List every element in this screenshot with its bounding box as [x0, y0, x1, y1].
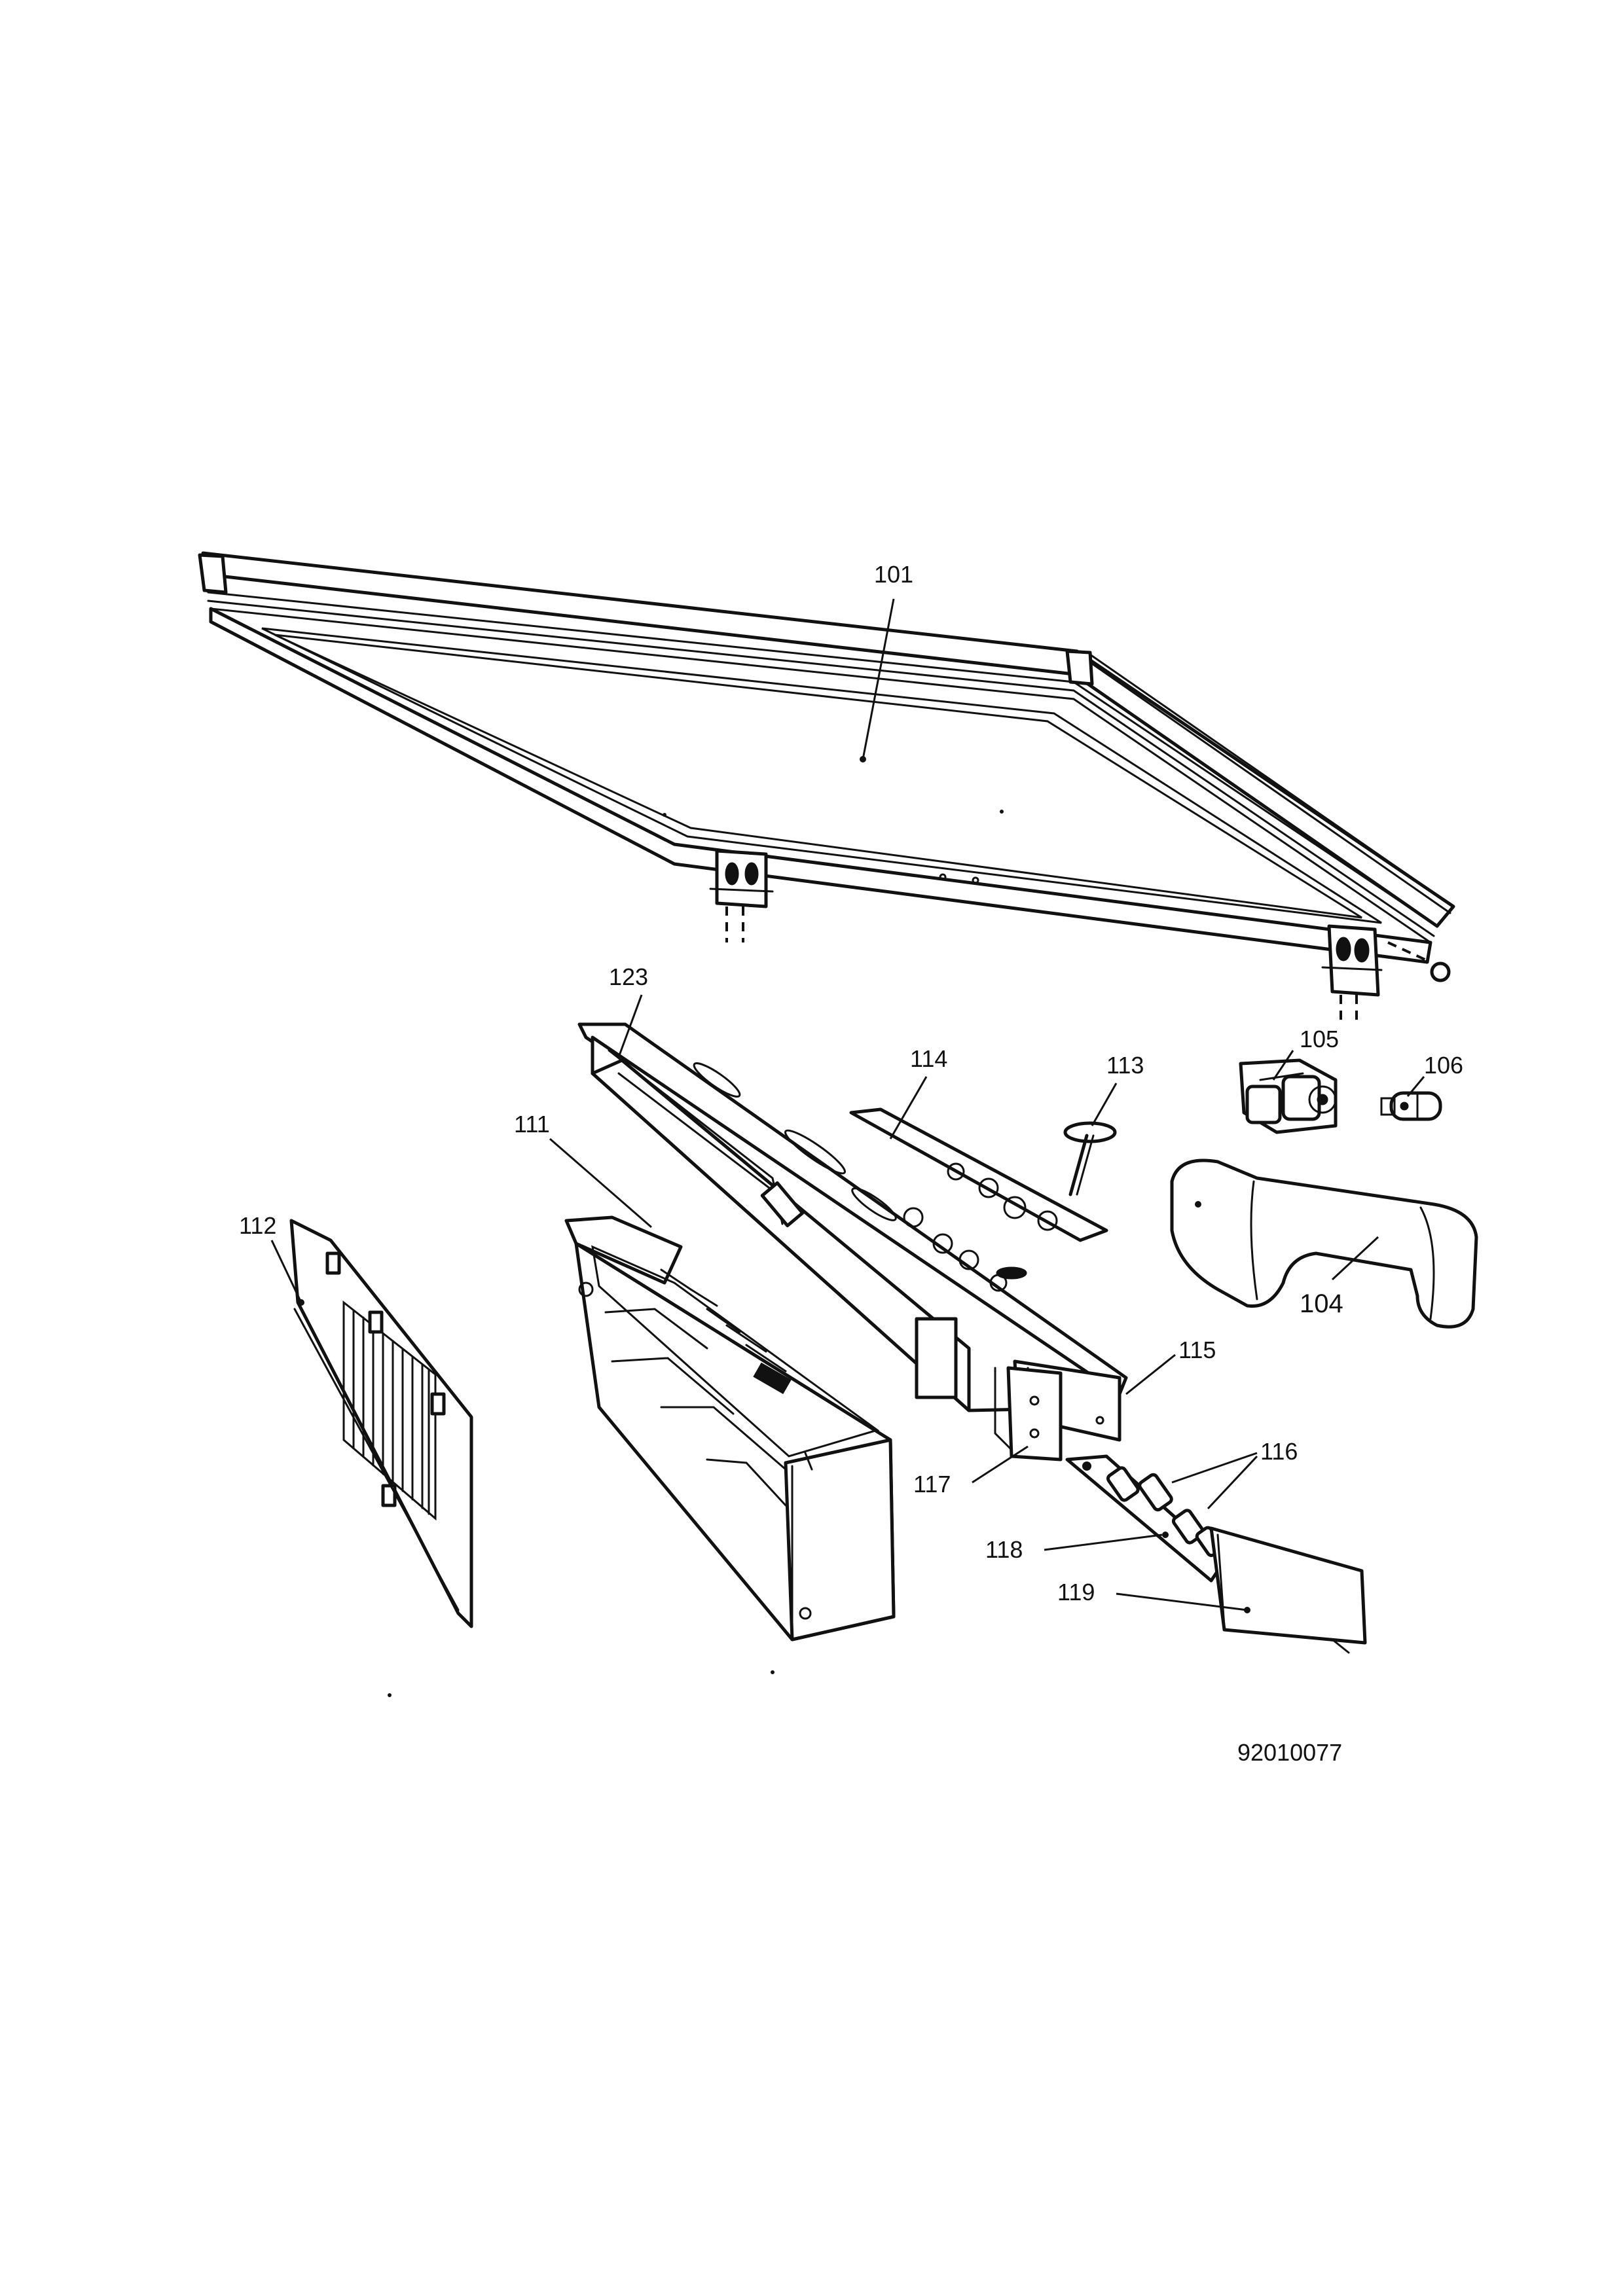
label-112: 112 [239, 1212, 276, 1239]
label-106: 106 [1424, 1052, 1463, 1079]
label-101: 101 [874, 561, 913, 588]
label-123: 123 [609, 963, 648, 990]
part-112-grille-panel [289, 1219, 473, 1628]
part-104-handle [1170, 1158, 1478, 1329]
label-113: 113 [1106, 1052, 1144, 1079]
part-106-lamp [1380, 1091, 1442, 1121]
lid-hinge-left [709, 849, 774, 942]
lid-hinge-right [1321, 924, 1451, 1021]
part-119-end-cover [1209, 1526, 1367, 1654]
part-123-control-housing [577, 1022, 1128, 1462]
part-105-hinge [1239, 1058, 1338, 1134]
label-105: 105 [1300, 1026, 1339, 1052]
label-118: 118 [985, 1536, 1023, 1563]
part-113-spindle [1063, 1121, 1117, 1196]
label-104: 104 [1300, 1289, 1343, 1318]
part-111-tray [564, 1215, 896, 1641]
label-117: 117 [913, 1471, 951, 1498]
label-114: 114 [910, 1045, 947, 1072]
part-118-switch-board [1065, 1454, 1226, 1583]
label-115: 115 [1178, 1336, 1216, 1363]
label-111: 111 [514, 1111, 550, 1138]
label-119: 119 [1057, 1579, 1095, 1605]
label-116: 116 [1260, 1438, 1298, 1465]
part-101-lid-frame [198, 551, 1455, 1021]
part-114-gasket-strip [849, 1107, 1108, 1242]
drawing-number: 92010077 [1237, 1739, 1342, 1766]
